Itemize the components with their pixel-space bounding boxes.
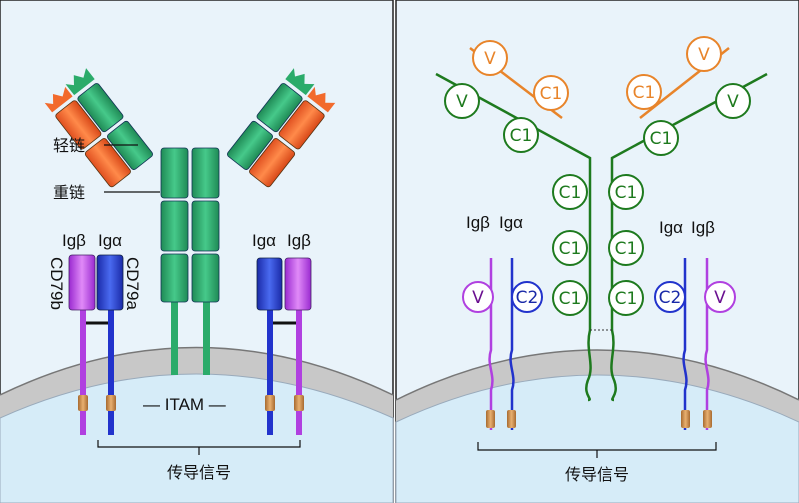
c1-stem-6: C1 [615, 289, 638, 309]
right-arm-domains: V C1 V C1 [626, 36, 751, 156]
cd79b-domain-left [68, 254, 96, 311]
right-panel: C1 C1 C1 C1 C1 C1 V C1 V C1 V C1 V [395, 0, 799, 503]
v-cd79b-right: V [714, 288, 726, 308]
v-cd79b-left: V [472, 288, 484, 308]
heavy-chain-tail-right [203, 300, 210, 375]
itam-right-1 [265, 395, 275, 411]
v-heavy-right: V [727, 92, 739, 112]
right-panel-left-pair: V C2 [462, 258, 543, 430]
right-cd79-pair [256, 257, 312, 435]
c1-heavy-right: C1 [650, 129, 673, 149]
rp-left-beta-label: Igβ [466, 213, 490, 232]
heavy-chain-label: 重链 [53, 183, 85, 202]
left-arm-domains: V C1 V C1 [444, 40, 569, 153]
heavy-chain [160, 147, 220, 303]
v-light-left: V [484, 49, 496, 69]
right-pair-label-alpha: Igα [252, 231, 276, 250]
c1-stem-3: C1 [559, 239, 582, 259]
c2-cd79a-right: C2 [659, 288, 682, 308]
rp-right-alpha-label: Igα [659, 218, 683, 237]
stem-domains: C1 C1 C1 C1 C1 C1 [552, 174, 644, 316]
c1-heavy-left: C1 [510, 126, 533, 146]
c1-stem-5: C1 [559, 289, 582, 309]
itam-left-1 [78, 395, 88, 411]
c1-light-left: C1 [540, 84, 563, 104]
c1-stem-1: C1 [559, 183, 582, 203]
right-panel-right-pair: C2 V [654, 258, 736, 430]
c1-stem-2: C1 [615, 183, 638, 203]
c1-stem-4: C1 [615, 239, 638, 259]
rp-left-alpha-label: Igα [499, 213, 523, 232]
cd79a-domain-left [96, 254, 124, 311]
c2-cd79a-left: C2 [516, 288, 539, 308]
signal-label-left: 传导信号 [167, 463, 231, 482]
cd79b-domain-right [284, 257, 312, 311]
rp-right-beta-label: Igβ [691, 218, 715, 237]
itam-right-2 [294, 395, 304, 411]
right-pair-label-beta: Igβ [287, 231, 311, 250]
cd79a-domain-right [256, 257, 283, 311]
left-cd79-pair [68, 254, 124, 435]
v-light-right: V [698, 45, 710, 65]
left-pair-label-beta: Igβ [62, 231, 86, 250]
itam-label: — ITAM — [143, 395, 226, 414]
v-heavy-left: V [456, 92, 468, 112]
left-panel: 轻链 重链 Igβ Igα CD79b CD79a Igα Igβ — I [0, 0, 394, 503]
signal-label-right: 传导信号 [565, 465, 629, 484]
c1-light-right: C1 [633, 83, 656, 103]
itam-left-2 [106, 395, 116, 411]
left-membrane-outer-line [0, 346, 394, 396]
cd79b-label: CD79b [47, 257, 66, 310]
cd79a-label: CD79a [123, 257, 142, 310]
heavy-chain-tail-left [171, 300, 178, 375]
right-arm [227, 68, 336, 188]
right-cytoplasm [395, 374, 799, 503]
light-chain-label: 轻链 [53, 136, 85, 155]
left-pair-label-alpha: Igα [98, 231, 122, 250]
